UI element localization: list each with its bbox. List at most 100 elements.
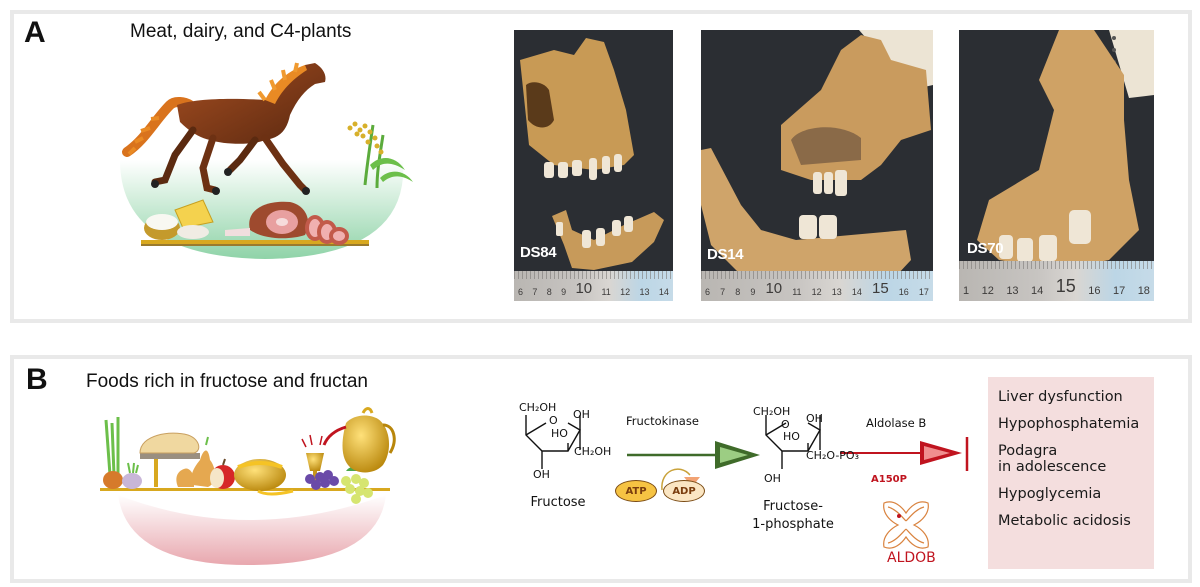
fructose-ring-oxygen: O [549, 414, 558, 427]
apple-icon [210, 458, 235, 489]
ruler-number: 14 [658, 287, 669, 297]
specimen-label: DS14 [707, 246, 744, 263]
adp-badge: ADP [663, 480, 705, 502]
aldolase-b-label: Aldolase B [866, 416, 927, 430]
ruler-number: 17 [1112, 285, 1126, 297]
ruler: 6 7 8 9 10 11 12 13 14 [514, 271, 673, 301]
ruler-number: 14 [851, 287, 862, 297]
atp-badge: ATP [615, 480, 657, 502]
ruler-number: 13 [831, 287, 842, 297]
meat-slices-icon [305, 215, 349, 245]
panel-letter-b: B [26, 363, 48, 396]
ruler-number: 9 [561, 287, 567, 297]
ruler-number: 7 [532, 287, 538, 297]
fructose-label: Fructose [530, 495, 586, 510]
fructose-1-phosphate-label-line1: Fructose- [763, 499, 823, 514]
ruler-number: 10 [575, 280, 593, 297]
ruler-number: 13 [1006, 285, 1019, 297]
panel-a-title: Meat, dairy, and C4-plants [130, 21, 352, 42]
fructose-metabolism-pathway [525, 415, 969, 549]
ruler-number: 7 [720, 287, 726, 297]
f1p-group-ch2o-po3: CH₂O-PO₃ [806, 449, 859, 462]
ruler-number: 15 [1055, 276, 1076, 296]
jaw-bone-image [701, 30, 933, 298]
ruler-number: 9 [750, 287, 756, 297]
aldob-label: ALDOB [887, 550, 936, 566]
ruler-number: 8 [735, 287, 741, 297]
ruler-number: 13 [639, 287, 650, 297]
jaw-bone-image [977, 30, 1154, 270]
f1p-group-oh-bottom: OH [764, 472, 781, 485]
clinical-effects-box: Liver dysfunction Hypophosphatemia Podag… [988, 377, 1154, 569]
ruler-number: 18 [1137, 285, 1150, 297]
serving-board [141, 240, 369, 246]
ruler-numbers: 1 12 13 14 15 16 17 18 [963, 276, 1150, 297]
ruler-number: 12 [811, 287, 822, 297]
ruler-number: 15 [871, 280, 889, 297]
fructose-group-oh-bottom: OH [533, 468, 550, 481]
millet-plant-icon [347, 121, 413, 189]
ruler-number: 12 [620, 287, 631, 297]
cheese-icon [174, 199, 214, 239]
mutation-label: A150P [871, 474, 907, 485]
effect-item: Liver dysfunction [998, 389, 1123, 405]
specimen-photo-ds70: DS70 1 12 13 14 15 16 17 18 [959, 30, 1154, 301]
f1p-ring-oxygen: O [781, 418, 790, 431]
mutation-site-marker [897, 514, 901, 518]
ruler-number: 17 [918, 287, 929, 297]
f1p-group-ho: HO [783, 430, 800, 443]
ruler-number: 8 [546, 287, 552, 297]
ruler: 1 12 13 14 15 16 17 18 [959, 261, 1154, 301]
garlic-icon [122, 462, 142, 489]
ruler-numbers: 6 7 8 9 10 11 12 13 14 [518, 280, 669, 297]
horse-icon [122, 62, 326, 195]
ruler: 6 7 8 9 10 11 12 13 14 15 16 17 [701, 271, 933, 301]
ruler-number: 6 [518, 287, 524, 297]
fructokinase-label: Fructokinase [626, 414, 699, 428]
pear-icon [176, 436, 215, 487]
fructose-1-phosphate-structure [765, 415, 821, 469]
fructose-structure [525, 415, 581, 469]
ruler-number: 16 [1088, 285, 1101, 297]
fructose-1-phosphate-label-line2: 1-phosphate [752, 517, 834, 532]
specimen-label: DS70 [967, 240, 1004, 257]
ruler-number: 11 [792, 287, 802, 297]
f1p-group-oh-top: OH [806, 412, 823, 425]
meat-dairy-illustration [120, 62, 413, 259]
ruler-numbers: 6 7 8 9 10 11 12 13 14 15 16 17 [705, 280, 929, 297]
fructose-group-ch2oh-right: CH₂OH [574, 445, 612, 458]
ruler-number: 14 [1031, 285, 1044, 297]
onion-icon [103, 417, 123, 489]
panel-letter-a: A [24, 16, 46, 49]
jaw-bone-image [520, 38, 664, 270]
effect-item: Hypophosphatemia [998, 416, 1140, 432]
f1p-group-ch2oh-top: CH₂OH [753, 405, 791, 418]
fructose-group-ho: HO [551, 427, 568, 440]
panel-b-title: Foods rich in fructose and fructan [86, 371, 368, 392]
specimen-label: DS84 [520, 244, 557, 261]
fructose-foods-illustration [100, 407, 396, 565]
jug-icon [322, 407, 396, 473]
effect-item: Metabolic acidosis [998, 513, 1131, 529]
bread-icon [139, 432, 200, 487]
effect-item: Hypoglycemia [998, 486, 1102, 502]
ruler-number: 1 [963, 285, 970, 297]
effect-item: Podagra in adolescence [998, 443, 1107, 475]
specimen-photo-ds84: DS84 6 7 8 9 10 11 12 13 14 [514, 30, 673, 301]
ham-icon [225, 201, 309, 239]
specimen-photo-ds14: DS14 6 7 8 9 10 11 12 13 14 15 16 17 [701, 30, 933, 301]
aldob-protein-structure-icon [883, 501, 929, 549]
fructose-group-ch2oh-top: CH₂OH [519, 401, 557, 414]
fructokinase-arrow [627, 441, 760, 469]
ruler-number: 11 [601, 287, 611, 297]
ruler-number: 12 [981, 285, 994, 297]
ruler-number: 6 [705, 287, 711, 297]
aldolase-b-arrow [840, 437, 969, 471]
serving-shelf [100, 488, 390, 491]
ruler-number: 16 [898, 287, 909, 297]
ground-bowl [118, 495, 386, 565]
ruler-number: 10 [765, 280, 783, 297]
fructose-group-oh-top: OH [573, 408, 590, 421]
cottage-cheese-bowl-icon [144, 214, 180, 240]
honey-pot-icon [234, 459, 294, 496]
